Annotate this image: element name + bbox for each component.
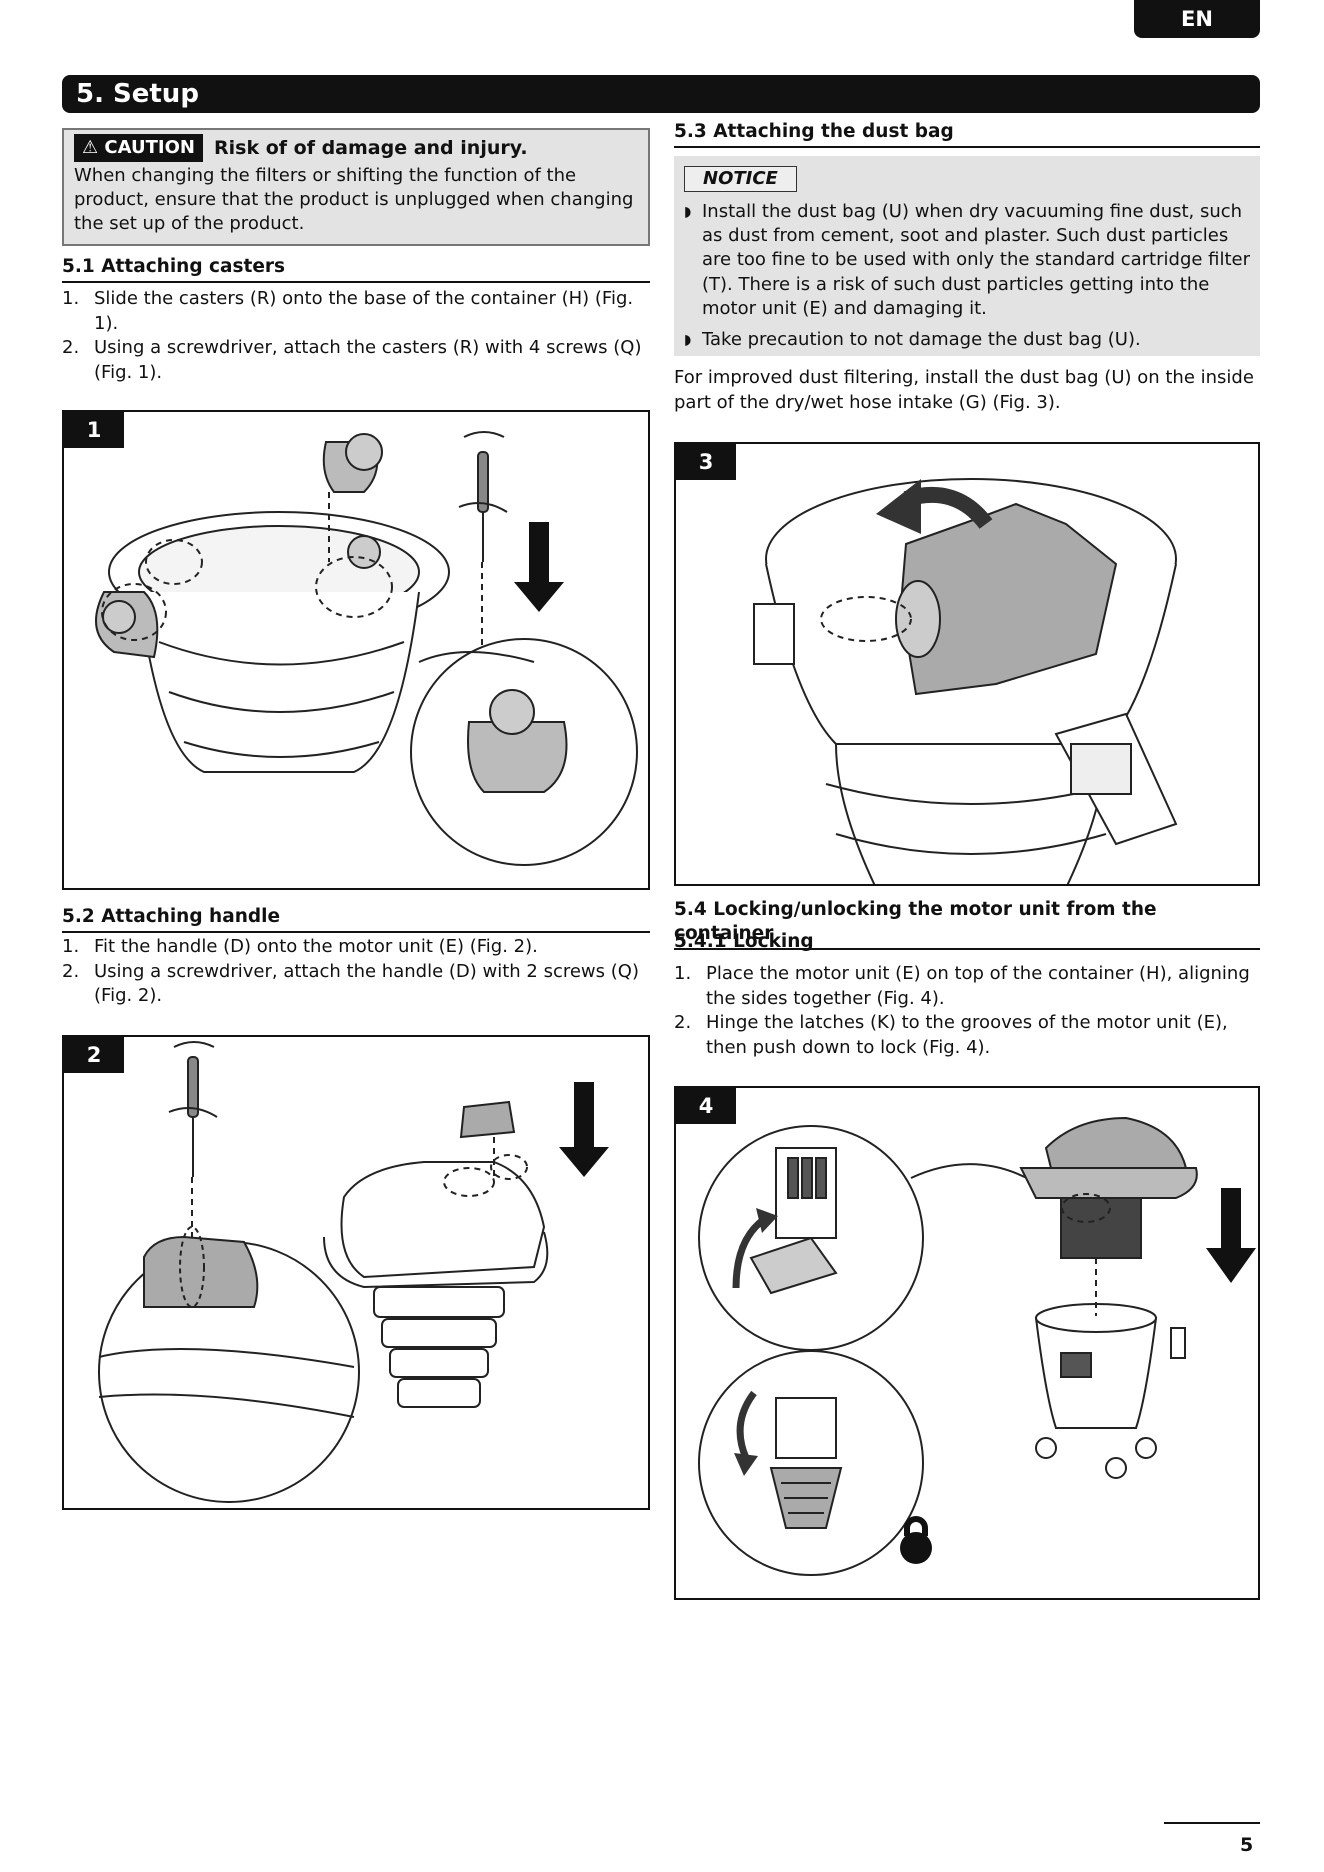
heading-attaching-dust-bag: 5.3 Attaching the dust bag xyxy=(674,120,1260,148)
list-item: 1. Place the motor unit (E) on top of the… xyxy=(674,962,1260,1011)
figure-1: 1 xyxy=(62,410,650,890)
notice-text: Take precaution to not damage the dust b… xyxy=(702,329,1141,351)
footer-rule xyxy=(1164,1822,1260,1824)
list-item: ◗ Install the dust bag (U) when dry vacuu… xyxy=(684,200,1254,321)
heading-locking-unlocking: 5.4 Locking/unlocking the motor unit fro… xyxy=(674,898,1260,950)
heading-attaching-handle: 5.2 Attaching handle xyxy=(62,905,650,933)
figure-label: 1 xyxy=(64,412,124,448)
step-number: 2. xyxy=(62,337,80,358)
step-number: 1. xyxy=(674,963,692,984)
warning-icon: ⚠ xyxy=(82,137,99,158)
figure-3: 3 xyxy=(674,442,1260,886)
dust-bag-illustration xyxy=(753,478,1178,884)
step-number: 1. xyxy=(62,288,80,309)
list-item: 2. Hinge the latches (K) to the grooves o… xyxy=(674,1011,1260,1060)
dust-bag-text: For improved dust filtering, install the… xyxy=(674,367,1254,413)
figure-4: 4 xyxy=(674,1086,1260,1600)
page-number: 5 xyxy=(1240,1834,1254,1856)
casters-steps: 1. Slide the casters (R) onto the base of… xyxy=(62,287,650,385)
notice-box: NOTICE ◗ Install the dust bag (U) when dr… xyxy=(674,156,1260,356)
section-title: 5. Setup xyxy=(62,75,1260,113)
step-text: Using a screwdriver, attach the casters … xyxy=(94,337,642,383)
caution-title: Risk of of damage and injury. xyxy=(214,137,528,159)
caution-text: When changing the filters or shifting th… xyxy=(74,165,634,234)
list-item: 1. Slide the casters (R) onto the base of… xyxy=(62,287,650,336)
figure-label: 4 xyxy=(676,1088,736,1124)
step-text: Hinge the latches (K) to the grooves of … xyxy=(706,1012,1228,1058)
notice-tag: NOTICE xyxy=(684,166,797,192)
list-item: ◗ Take precaution to not damage the dust … xyxy=(684,328,1254,352)
step-text: Place the motor unit (E) on top of the c… xyxy=(706,963,1250,1009)
handle-illustration xyxy=(98,1041,609,1503)
step-number: 2. xyxy=(674,1012,692,1033)
list-item: 2. Using a screwdriver, attach the caster… xyxy=(62,336,650,385)
list-item: 2. Using a screwdriver, attach the handle… xyxy=(62,960,650,1009)
handle-steps: 1. Fit the handle (D) onto the motor unit… xyxy=(62,935,650,1009)
locking-steps: 1. Place the motor unit (E) on top of the… xyxy=(674,962,1260,1060)
figure-label: 2 xyxy=(64,1037,124,1073)
figure-label: 3 xyxy=(676,444,736,480)
language-badge: EN xyxy=(1134,0,1260,38)
casters-illustration xyxy=(95,431,638,866)
step-text: Fit the handle (D) onto the motor unit (… xyxy=(94,936,538,957)
notice-list: ◗ Install the dust bag (U) when dry vacuu… xyxy=(684,200,1254,359)
locking-illustration xyxy=(698,1116,1256,1576)
caution-label: CAUTION xyxy=(104,137,195,158)
figure-2: 2 xyxy=(62,1035,650,1510)
step-text: Using a screwdriver, attach the handle (… xyxy=(94,960,639,1007)
bullet-icon: ◗ xyxy=(684,204,692,220)
caution-tag: ⚠ CAUTION xyxy=(74,134,203,162)
step-text: Slide the casters (R) onto the base of t… xyxy=(94,288,634,334)
subheading-locking: 5.4.1 Locking xyxy=(674,931,814,952)
step-number: 1. xyxy=(62,936,80,957)
bullet-icon: ◗ xyxy=(684,332,692,349)
heading-attaching-casters: 5.1 Attaching casters xyxy=(62,255,650,283)
list-item: 1. Fit the handle (D) onto the motor unit… xyxy=(62,935,650,960)
step-number: 2. xyxy=(62,960,80,982)
notice-text: Install the dust bag (U) when dry vacuum… xyxy=(702,201,1251,319)
caution-box: ⚠ CAUTION Risk of of damage and injury. … xyxy=(62,128,650,246)
